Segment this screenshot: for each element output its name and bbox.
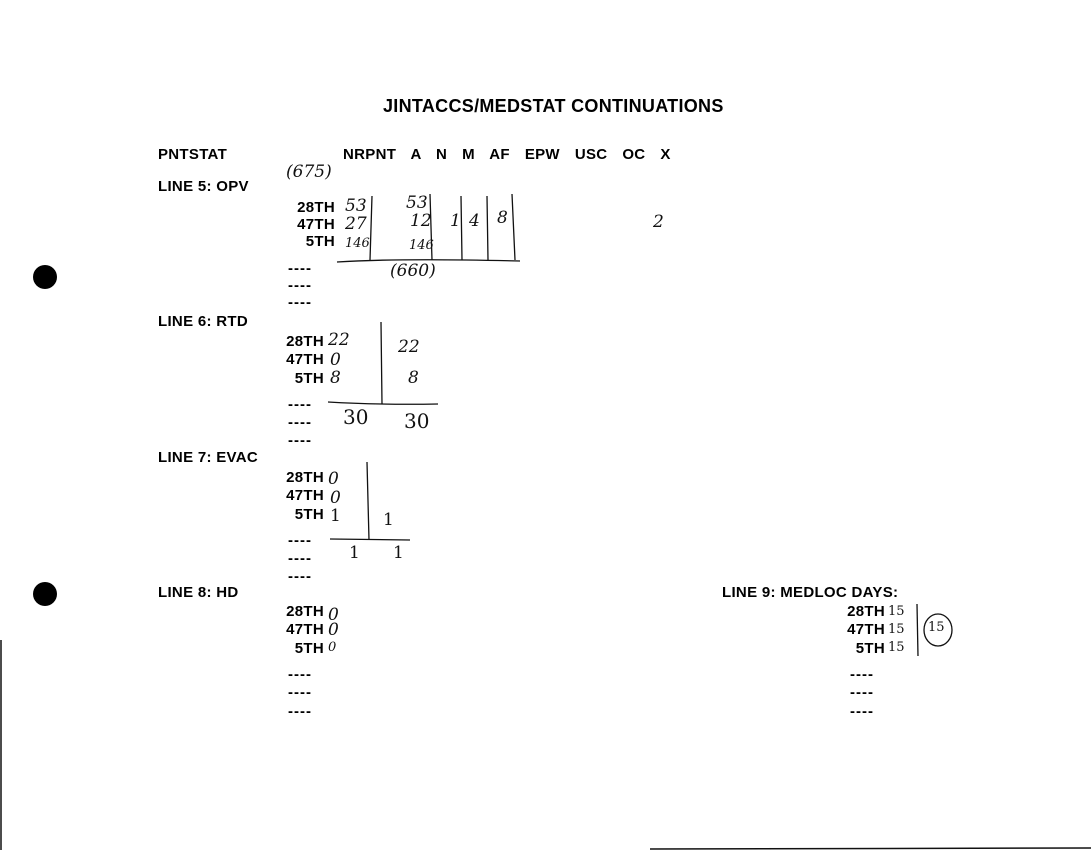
- value: 15: [888, 604, 905, 619]
- tally-line: [329, 461, 411, 541]
- tally-line: [327, 321, 439, 405]
- value: 27: [345, 214, 367, 234]
- dash-placeholder: ----: [288, 414, 312, 431]
- unit-label: 28TH: [286, 469, 324, 486]
- dash-placeholder: ----: [850, 666, 874, 683]
- line-5-label: LINE 5: OPV: [158, 178, 249, 195]
- total: 30: [404, 409, 430, 433]
- circled-total: 15: [928, 620, 945, 635]
- dash-placeholder: ----: [288, 666, 312, 683]
- unit-label: 47TH: [847, 621, 885, 638]
- tally-line: [916, 603, 919, 657]
- dash-placeholder: ----: [288, 703, 312, 720]
- unit-label: 5TH: [855, 640, 885, 657]
- binder-hole: [33, 582, 57, 606]
- dash-placeholder: ----: [288, 260, 312, 277]
- line-8-label: LINE 8: HD: [158, 584, 239, 601]
- extra-value: 2: [653, 212, 664, 232]
- value: 4: [469, 211, 480, 231]
- subtotal: (660): [390, 261, 436, 281]
- value: 8: [497, 208, 508, 228]
- dash-placeholder: ----: [288, 294, 312, 311]
- document-title: JINTACCS/MEDSTAT CONTINUATIONS: [383, 96, 724, 116]
- tally-line: [336, 259, 521, 263]
- total: 1: [349, 543, 360, 563]
- unit-label: 47TH: [286, 351, 324, 368]
- dash-placeholder: ----: [288, 396, 312, 413]
- unit-label: 28TH: [297, 199, 335, 216]
- value: 0: [330, 488, 341, 508]
- value: 1: [330, 506, 341, 526]
- dash-placeholder: ----: [288, 550, 312, 567]
- unit-label: 47TH: [286, 621, 324, 638]
- dash-placeholder: ----: [850, 703, 874, 720]
- unit-label: 47TH: [286, 487, 324, 504]
- unit-label: 5TH: [294, 640, 324, 657]
- value: 53: [406, 193, 428, 213]
- column-headers: NRPNT A N M AF EPW USC OC X: [343, 146, 671, 163]
- value: 22: [328, 330, 350, 350]
- value: 1: [450, 211, 461, 231]
- dash-placeholder: ----: [288, 684, 312, 701]
- unit-label: 5TH: [305, 233, 335, 250]
- unit-label: 5TH: [294, 506, 324, 523]
- unit-label: 28TH: [286, 603, 324, 620]
- dash-placeholder: ----: [288, 568, 312, 585]
- value: 0: [328, 605, 339, 625]
- value: 0: [328, 469, 339, 489]
- value: 22: [398, 337, 420, 357]
- unit-label: 28TH: [286, 333, 324, 350]
- pntstat-label: PNTSTAT: [158, 146, 228, 163]
- value: 1: [383, 510, 394, 530]
- line-6-label: LINE 6: RTD: [158, 313, 248, 330]
- value: 0: [328, 640, 337, 655]
- total: 30: [343, 405, 369, 429]
- line-9-label: LINE 9: MEDLOC DAYS:: [722, 584, 899, 601]
- value: 15: [888, 622, 905, 637]
- dash-placeholder: ----: [288, 532, 312, 549]
- value: 8: [330, 368, 341, 388]
- line-7-label: LINE 7: EVAC: [158, 449, 259, 466]
- binder-hole: [33, 265, 57, 289]
- dash-placeholder: ----: [288, 277, 312, 294]
- page-edge: [649, 847, 1091, 850]
- line-5-total-note: (675): [286, 162, 332, 182]
- value: 12: [410, 211, 432, 231]
- value: 8: [408, 368, 419, 388]
- total: 1: [393, 543, 404, 563]
- unit-label: 5TH: [294, 370, 324, 387]
- unit-label: 47TH: [297, 216, 335, 233]
- value: 146: [345, 236, 370, 251]
- tally-line: [369, 193, 516, 261]
- unit-label: 28TH: [847, 603, 885, 620]
- dash-placeholder: ----: [288, 432, 312, 449]
- value: 0: [328, 620, 339, 640]
- circle-mark: [923, 613, 953, 647]
- dash-placeholder: ----: [850, 684, 874, 701]
- value: 146: [409, 238, 434, 253]
- value: 0: [330, 350, 341, 370]
- value: 15: [888, 640, 905, 655]
- value: 53: [345, 196, 367, 216]
